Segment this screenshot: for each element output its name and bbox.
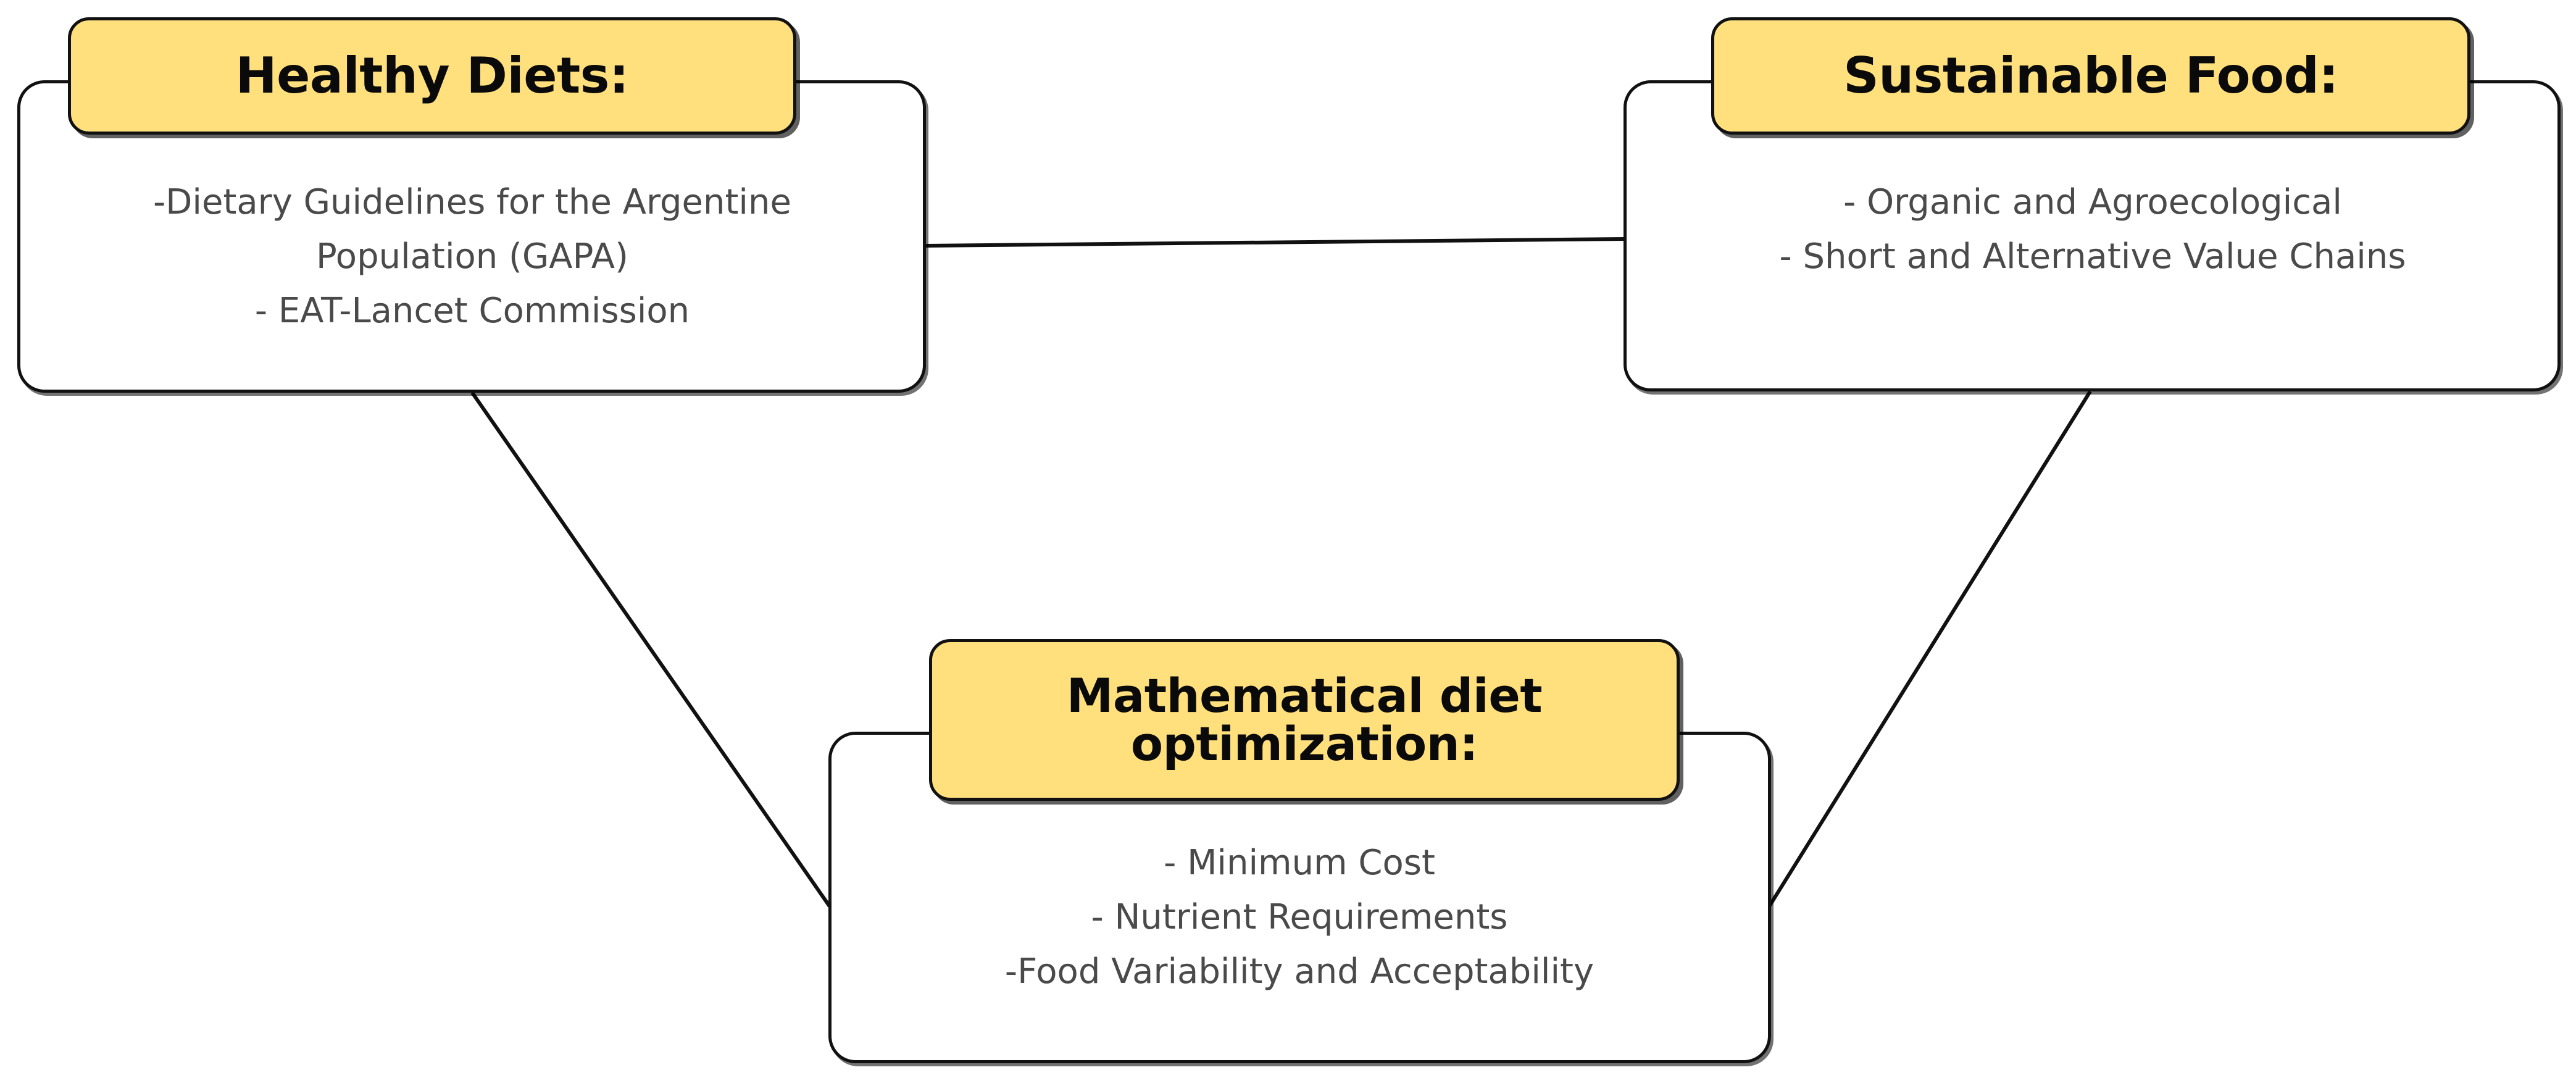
list-item: - Organic and Agroecological xyxy=(1843,182,2342,222)
connector-sustainable-to-optimization xyxy=(1767,390,2092,908)
list-item: -Food Variability and Acceptability xyxy=(1004,951,1594,992)
list-item: - Minimum Cost xyxy=(1164,843,1435,883)
node-healthy-diets-content: -Dietary Guidelines for the Argentine Po… xyxy=(37,185,907,348)
node-diet-optimization-title: Mathematical diet optimization: xyxy=(1066,668,1543,771)
node-healthy-diets-title: Healthy Diets: xyxy=(235,47,629,105)
node-sustainable-food-header[interactable]: Sustainable Food: xyxy=(1711,17,2470,135)
node-diet-optimization-content: - Minimum Cost - Nutrient Requirements -… xyxy=(840,846,1759,1009)
list-item: - Short and Alternative Value Chains xyxy=(1779,236,2406,277)
node-healthy-diets-header[interactable]: Healthy Diets: xyxy=(68,17,796,135)
connector-healthy-to-sustainable xyxy=(924,237,1625,248)
list-item: - EAT-Lancet Commission xyxy=(254,291,690,331)
node-diet-optimization-header[interactable]: Mathematical diet optimization: xyxy=(929,639,1680,801)
node-sustainable-food-content: - Organic and Agroecological - Short and… xyxy=(1636,185,2549,294)
list-item: Population (GAPA) xyxy=(316,236,628,277)
node-sustainable-food-title: Sustainable Food: xyxy=(1843,47,2338,105)
list-item: -Dietary Guidelines for the Argentine xyxy=(153,182,791,222)
list-item: - Nutrient Requirements xyxy=(1091,897,1508,937)
connector-healthy-to-optimization xyxy=(470,391,832,908)
